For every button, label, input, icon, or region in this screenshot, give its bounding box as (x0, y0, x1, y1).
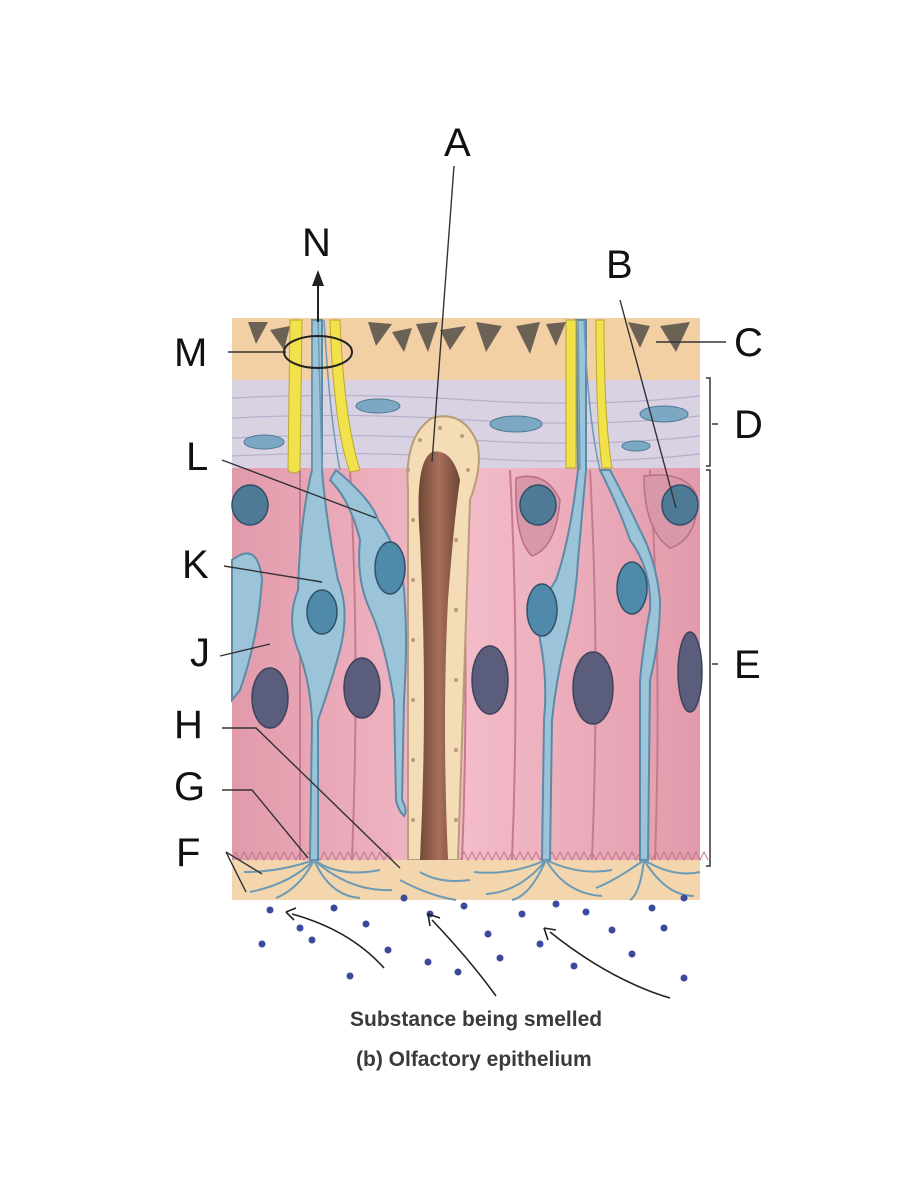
layer-brackets (706, 377, 718, 867)
receptor-nuclei (306, 541, 648, 637)
label-g: G (174, 765, 205, 809)
label-b: B (606, 243, 633, 287)
caption: Substance being smelled (b) Olfactory ep… (350, 1008, 602, 1071)
diagram-labels: A N B C M D L K J E H G F (174, 121, 763, 875)
label-l: L (186, 435, 208, 479)
axon-bundles (287, 319, 613, 474)
label-j: J (190, 631, 210, 675)
olfactory-cilia (243, 859, 701, 901)
caption-title: (b) Olfactory epithelium (356, 1048, 592, 1071)
label-e: E (734, 643, 761, 687)
label-a: A (444, 121, 471, 165)
label-m: M (174, 331, 207, 375)
odor-molecules (258, 894, 688, 982)
axon-arrow (312, 270, 324, 322)
caption-substance: Substance being smelled (350, 1008, 602, 1031)
label-c: C (734, 321, 763, 365)
label-h: H (174, 703, 203, 747)
diffusion-arrows (285, 907, 671, 999)
label-f: F (176, 831, 200, 875)
lamina-propria-layer (232, 318, 700, 380)
olfactory-gland (406, 415, 480, 861)
label-k: K (182, 543, 209, 587)
leader-lines (219, 165, 726, 893)
label-d: D (734, 403, 763, 447)
label-n: N (302, 221, 331, 265)
